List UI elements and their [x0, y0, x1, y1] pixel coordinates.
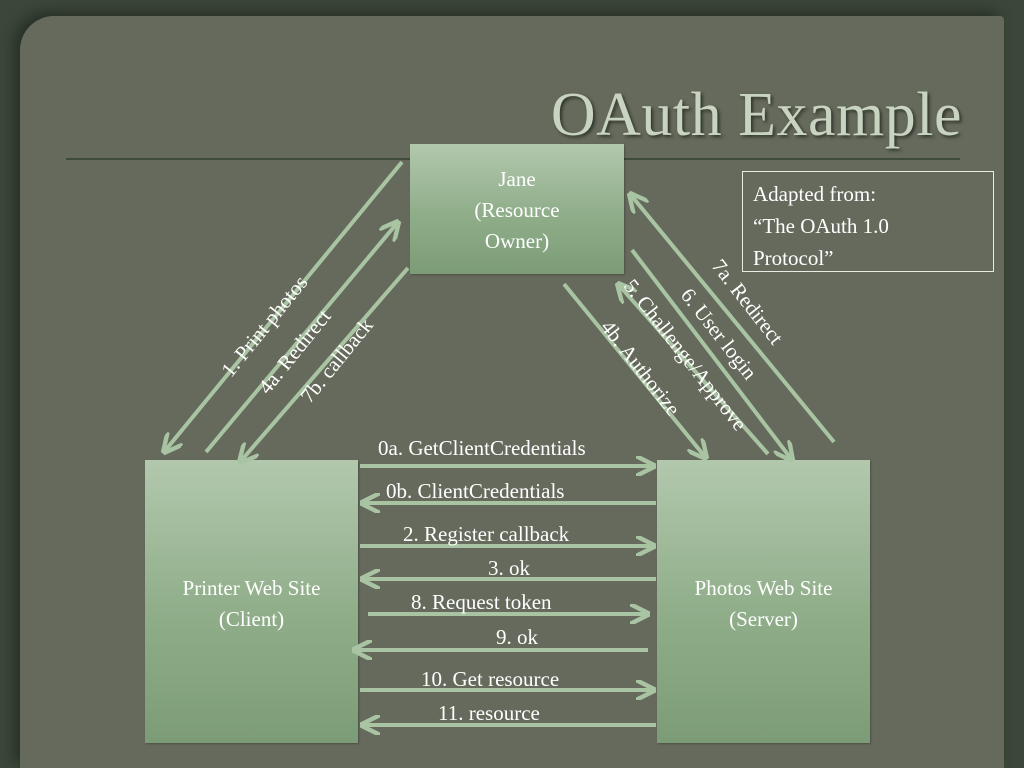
node-client-line-2: (Client) [218, 607, 285, 631]
node-resource-owner-line-2: (Resource [474, 198, 560, 222]
arrow-5 [618, 284, 770, 456]
node-server: Photos Web Site (Server) [657, 460, 870, 743]
source-note-line-3: Protocol” [753, 246, 834, 270]
arrow-1 [164, 160, 404, 452]
node-resource-owner-line-3: Owner) [484, 229, 550, 253]
message-9-label: 9. ok [496, 625, 538, 649]
arrow-7b [240, 266, 410, 462]
node-resource-owner-line-1: Jane [498, 167, 536, 191]
node-resource-owner: Jane (Resource Owner) [410, 144, 624, 274]
node-server-line-2: (Server) [729, 607, 798, 631]
message-10-label: 10. Get resource [421, 667, 560, 691]
arrow-7a [630, 194, 836, 444]
message-0b-label: 0b. ClientCredentials [386, 479, 565, 503]
message-0a-label: 0a. GetClientCredentials [378, 436, 586, 460]
source-note-line-2: “The OAuth 1.0 [753, 214, 889, 238]
node-client-line-1: Printer Web Site [182, 576, 321, 600]
node-client: Printer Web Site (Client) [145, 460, 358, 743]
arrow-6 [630, 248, 792, 460]
message-11-label: 11. resource [438, 701, 540, 725]
message-2-label: 2. Register callback [403, 522, 570, 546]
arrow-4b [562, 282, 706, 458]
node-server-line-1: Photos Web Site [694, 576, 833, 600]
source-note: Adapted from: “The OAuth 1.0 Protocol” [742, 171, 994, 272]
slide-title: OAuth Example [550, 81, 962, 149]
source-note-line-1: Adapted from: [753, 182, 877, 206]
message-3-label: 3. ok [488, 556, 530, 580]
arrow-4a [204, 222, 398, 454]
message-8-label: 8. Request token [411, 590, 552, 614]
